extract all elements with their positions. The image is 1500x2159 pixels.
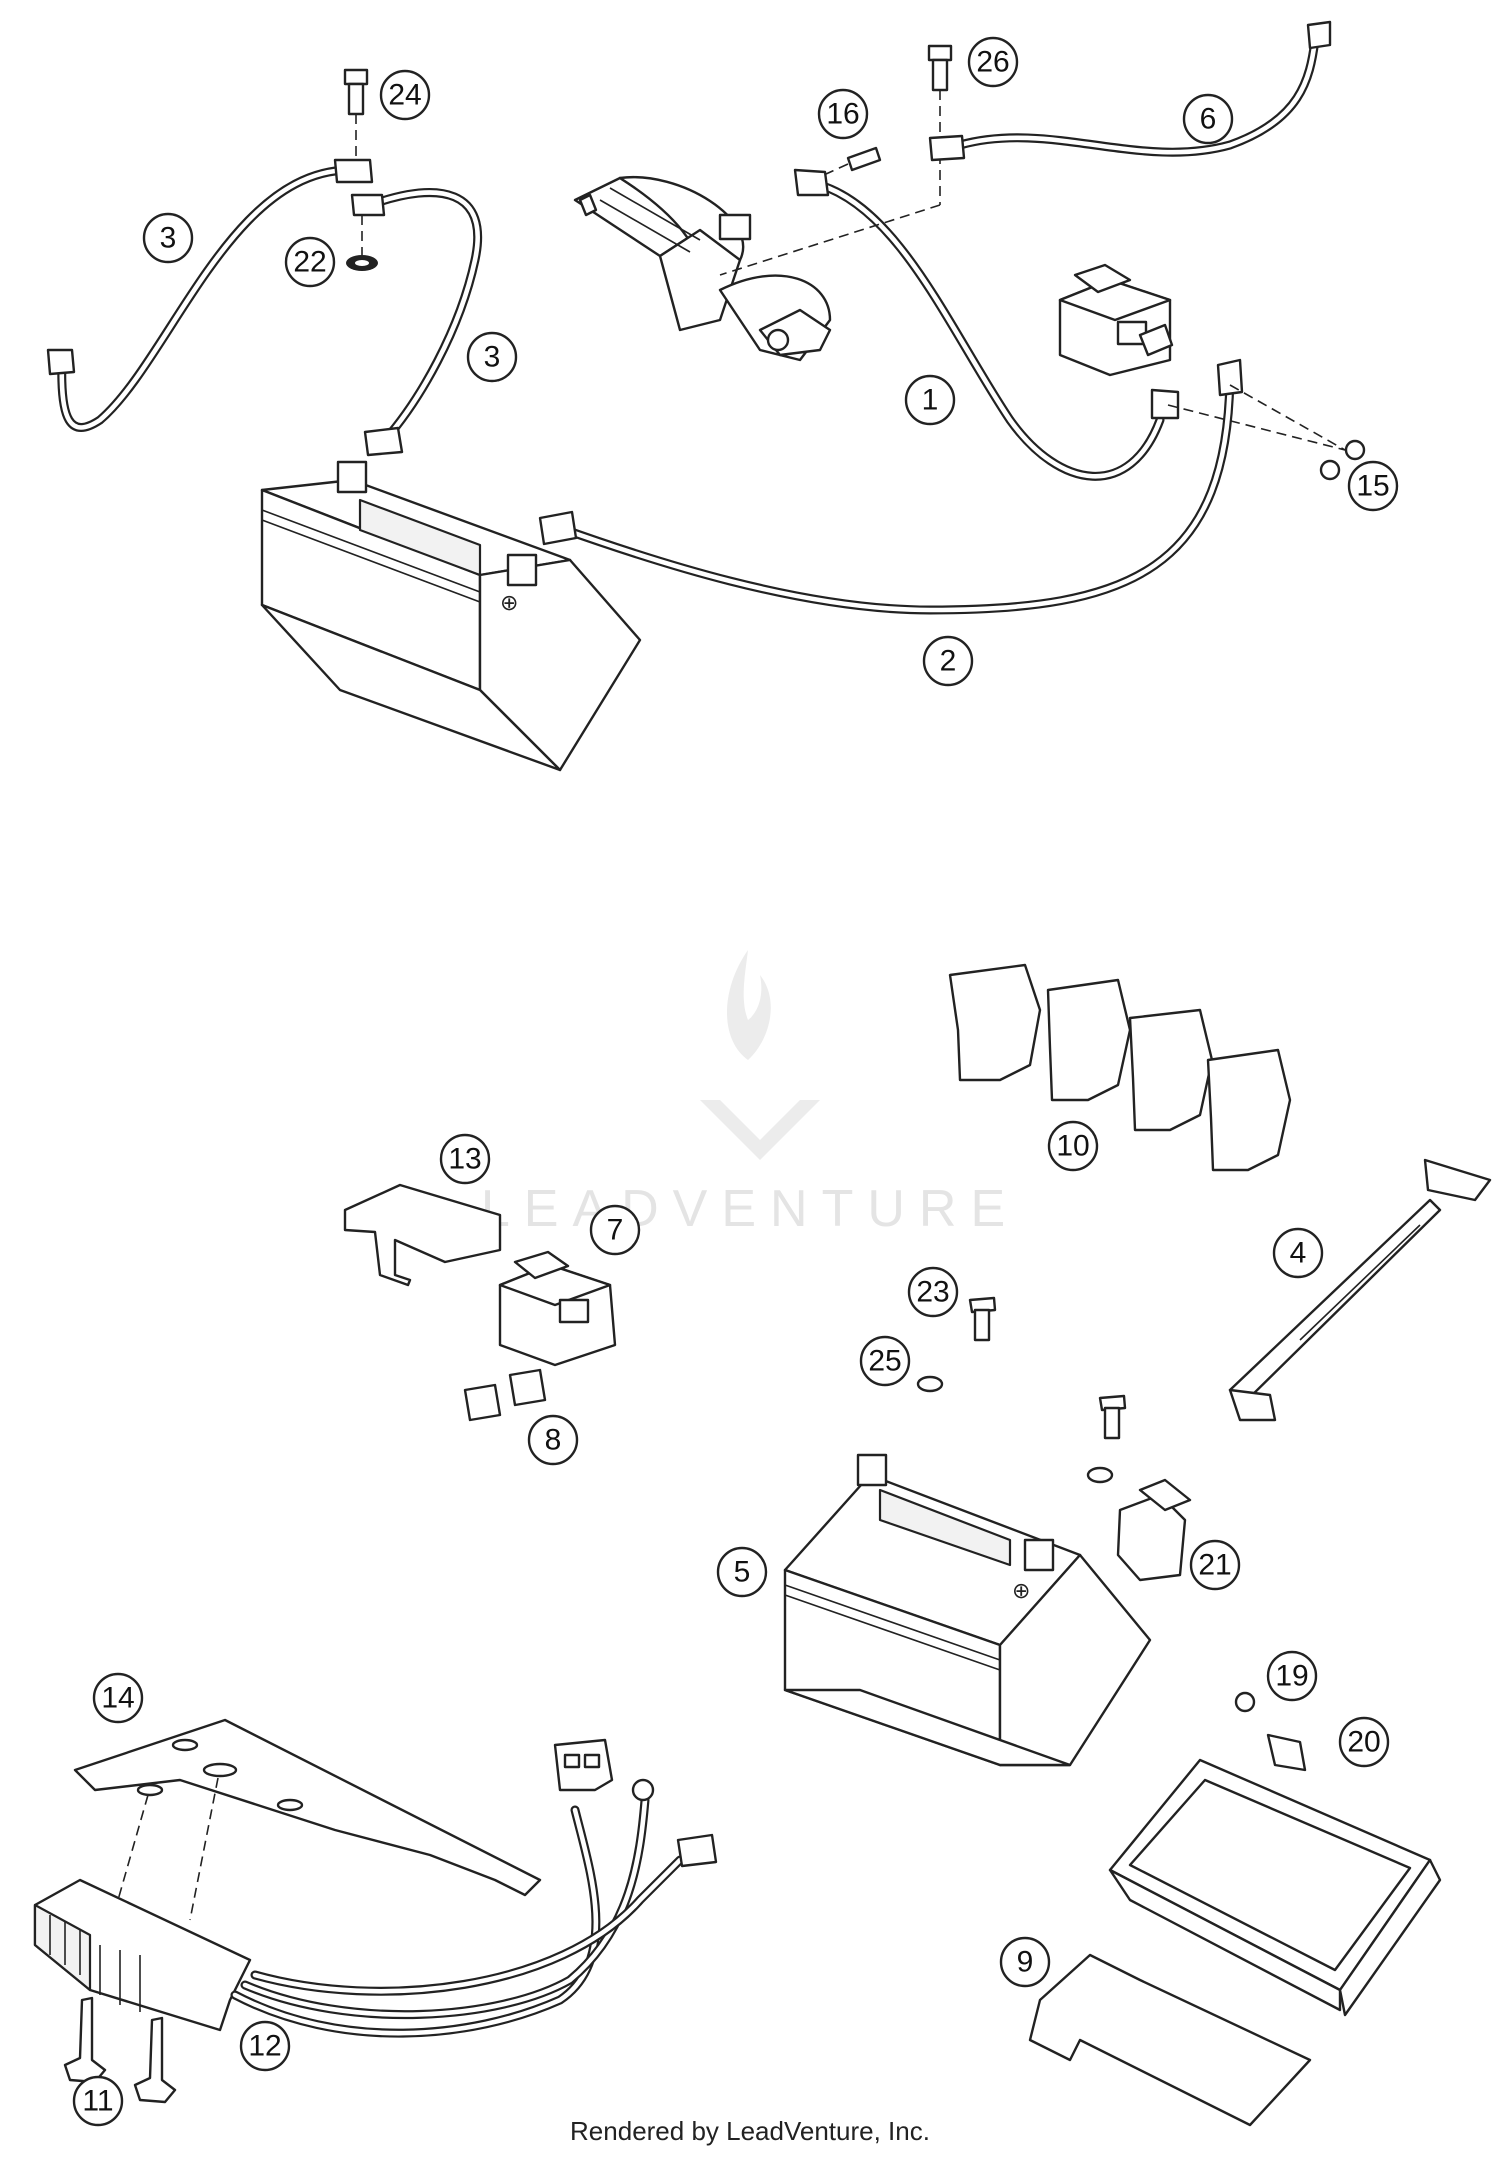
leadventure-watermark: LEADVENTURE [481,950,1019,1238]
v-logo-icon [700,1100,820,1160]
bolt-secondary [1086,1394,1127,1484]
terminal-cover-21 [1116,1478,1192,1582]
svg-text:1: 1 [922,384,939,417]
callout-group: 1 2 3 3 4 5 6 7 [72,36,1399,2127]
svg-text:22: 22 [293,246,326,279]
svg-text:23: 23 [916,1276,949,1309]
battery-tray-9 [1028,1758,1442,2127]
callout-10: 10 [1047,1120,1099,1172]
watermark-brand: LEADVENTURE [481,1180,1019,1238]
washer-25 [916,1375,944,1393]
bolt-26 [719,44,953,276]
callout-13: 13 [439,1133,491,1185]
callout-2: 2 [922,635,974,687]
callout-6: 6 [1182,93,1234,145]
battery-strap-4 [1228,1158,1492,1422]
battery-top: ⊕ [260,460,642,772]
bolts-11 [63,1996,177,2104]
callout-25: 25 [859,1335,911,1387]
starter-relay-top [1058,263,1174,377]
bolt-24 [343,68,369,160]
caps-8 [463,1368,547,1422]
cable-3-upper [46,158,374,432]
svg-text:8: 8 [545,1424,562,1457]
regulator-harness [230,1738,718,2038]
callout-5: 5 [716,1546,768,1598]
svg-text:2: 2 [940,645,957,678]
callout-15: 15 [1347,460,1399,512]
callout-26: 26 [967,36,1019,88]
regulator-12 [33,1878,252,2032]
callout-19: 19 [1266,1650,1318,1702]
starter-motor [573,175,832,362]
cable-1 [793,168,1180,481]
svg-text:4: 4 [1290,1237,1307,1270]
callout-3-left: 3 [142,212,194,264]
clip-20 [1266,1733,1307,1772]
callout-8: 8 [527,1414,579,1466]
callout-11: 11 [72,2075,124,2127]
svg-text:9: 9 [1017,1946,1034,1979]
svg-text:⊕: ⊕ [500,590,518,615]
svg-text:16: 16 [826,98,859,131]
svg-text:26: 26 [976,46,1009,79]
callout-1: 1 [904,374,956,426]
callout-3-right: 3 [466,331,518,383]
svg-text:21: 21 [1198,1549,1231,1582]
bolt-23 [968,1296,997,1342]
washer-22 [346,215,378,271]
callout-23: 23 [907,1266,959,1318]
starter-relay-7 [498,1250,617,1367]
svg-text:24: 24 [388,79,421,112]
cable-6 [928,20,1332,162]
svg-text:13: 13 [448,1143,481,1176]
callout-21: 21 [1189,1539,1241,1591]
callout-4: 4 [1272,1227,1324,1279]
svg-text:3: 3 [484,341,501,374]
svg-text:12: 12 [248,2030,281,2063]
callout-20: 20 [1338,1716,1390,1768]
svg-text:19: 19 [1275,1660,1308,1693]
svg-text:14: 14 [101,1682,134,1715]
svg-text:⊕: ⊕ [1012,1578,1030,1603]
callout-7: 7 [589,1204,641,1256]
callout-16: 16 [817,88,869,140]
cable-2 [538,358,1244,615]
cable-3-lower [350,188,483,457]
svg-text:10: 10 [1056,1130,1089,1163]
svg-text:11: 11 [82,2085,113,2118]
bracket-13 [343,1183,502,1287]
flame-logo-icon [727,950,771,1060]
svg-text:6: 6 [1200,103,1217,136]
callout-24: 24 [379,69,431,121]
svg-text:15: 15 [1356,470,1389,503]
render-credit: Rendered by LeadVenture, Inc. [570,2116,930,2146]
svg-text:3: 3 [160,222,177,255]
callout-14: 14 [92,1672,144,1724]
svg-text:20: 20 [1347,1726,1380,1759]
svg-text:25: 25 [868,1345,901,1378]
fuses-10 [948,963,1292,1172]
battery-5: ⊕ [783,1453,1152,1767]
screw-19 [1234,1691,1256,1713]
callout-12: 12 [239,2020,291,2072]
svg-text:5: 5 [734,1556,751,1589]
callout-9: 9 [999,1936,1051,1988]
bolt-16 [825,146,882,175]
mounting-plate-14 [73,1718,542,1936]
callout-22: 22 [284,236,336,288]
screws-15 [1167,384,1366,481]
svg-text:7: 7 [607,1214,624,1247]
